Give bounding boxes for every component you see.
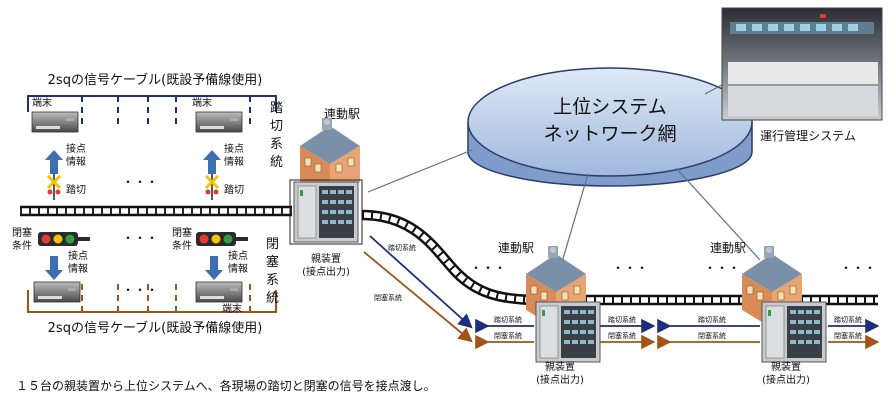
- svg-text:情報: 情報: [66, 155, 86, 168]
- parent-device-1: [293, 181, 359, 243]
- svg-text:親装置: 親装置: [771, 360, 801, 373]
- svg-text:閉塞: 閉塞: [172, 226, 192, 239]
- crossing-label-left: 踏切: [66, 183, 86, 196]
- contact-info-top-right: 接点 情報: [224, 142, 244, 168]
- ellipsis-right-4: ・・・: [840, 261, 876, 275]
- top-cable: [27, 95, 277, 124]
- svg-text:系: 系: [266, 273, 279, 288]
- terminal-bottom-left: [33, 281, 81, 303]
- svg-text:条件: 条件: [12, 239, 32, 252]
- inter-station-arrows: 踏切系統 閉塞系統: [657, 315, 760, 350]
- ellipsis-right-3: ・・・: [704, 261, 740, 275]
- terminal-bottom-right: 端末: [195, 281, 243, 315]
- svg-text:閉塞系統: 閉塞系統: [494, 331, 522, 340]
- down-arrow-right: [205, 256, 223, 280]
- contact-info-bottom-right: 接点 情報: [228, 249, 248, 275]
- ellipsis-top: ・・・: [122, 175, 158, 189]
- svg-text:踏切系統: 踏切系統: [698, 315, 726, 324]
- station-label-3: 連動駅: [710, 241, 746, 255]
- crossing-system-vertical-label: 踏 切 系 統: [270, 101, 283, 170]
- up-arrow-right: [203, 150, 221, 174]
- svg-text:閉塞系統: 閉塞系統: [834, 331, 862, 340]
- svg-text:接点: 接点: [68, 249, 88, 262]
- svg-text:条件: 条件: [172, 239, 192, 252]
- up-arrow-left: [45, 150, 63, 174]
- control-room-photo: [721, 7, 883, 121]
- ellipsis-right-1: ・・・: [470, 261, 506, 275]
- ellipsis-middle: ・・・: [122, 231, 158, 245]
- svg-text:塞: 塞: [266, 254, 279, 270]
- block-system-vertical-label: 閉 塞 系 統: [266, 237, 279, 306]
- crossing-link-arrow: [369, 235, 473, 329]
- station-2-arrows: 踏切系統 閉塞系統 踏切系統 閉塞系統: [475, 315, 656, 350]
- svg-text:閉塞系統: 閉塞系統: [608, 331, 636, 340]
- signal-left: [38, 232, 90, 246]
- svg-text:端末: 端末: [192, 96, 212, 109]
- ops-system-label: 運行管理システム: [760, 128, 856, 143]
- signal-right: [196, 232, 248, 246]
- cable-top-label: 2sqの信号ケーブル(既設予備線使用): [48, 72, 263, 88]
- svg-text:(接点出力): (接点出力): [762, 373, 810, 386]
- block-small-label-a: 閉塞系統: [374, 293, 402, 302]
- svg-text:親装置: 親装置: [545, 360, 575, 373]
- svg-text:踏切系統: 踏切系統: [494, 315, 522, 324]
- svg-text:情報: 情報: [68, 262, 88, 275]
- svg-text:(接点出力): (接点出力): [302, 265, 350, 278]
- svg-text:閉: 閉: [266, 237, 279, 252]
- svg-text:閉塞: 閉塞: [12, 226, 32, 239]
- station-3-arrows: 踏切系統 閉塞系統: [828, 315, 880, 350]
- svg-text:閉塞系統: 閉塞系統: [698, 331, 726, 340]
- caption: １５台の親装置から上位システムへ、各現場の踏切と閉塞の信号を接点渡し。: [16, 378, 436, 393]
- block-condition-left: 閉塞 条件: [12, 226, 32, 252]
- parent-device-3: [761, 301, 827, 363]
- crossing-icon-left: [46, 172, 62, 202]
- down-arrow-left: [45, 256, 63, 280]
- svg-text:踏切系統: 踏切系統: [834, 315, 862, 324]
- crossing-label-right: 踏切: [224, 183, 244, 196]
- crossing-small-label-a: 踏切系統: [388, 243, 416, 252]
- svg-text:情報: 情報: [228, 262, 248, 275]
- svg-text:踏: 踏: [270, 101, 283, 116]
- network-cloud: 上位システム ネットワーク網: [467, 67, 753, 187]
- parent-device-label-2: 親装置 (接点出力): [536, 360, 584, 386]
- block-condition-right: 閉塞 条件: [172, 226, 192, 252]
- svg-text:端末: 端末: [222, 302, 242, 315]
- svg-text:親装置: 親装置: [311, 252, 341, 265]
- ellipsis-right-2: ・・・: [612, 261, 648, 275]
- terminal-top-right: 端末: [192, 96, 243, 133]
- network-title-line2: ネットワーク網: [543, 123, 676, 145]
- cable-bottom-label: 2sqの信号ケーブル(既設予備線使用): [48, 320, 263, 336]
- svg-text:端末: 端末: [32, 96, 52, 109]
- svg-text:切: 切: [270, 119, 283, 134]
- svg-text:踏切系統: 踏切系統: [608, 315, 636, 324]
- svg-text:接点: 接点: [228, 249, 248, 262]
- contact-info-top-left: 接点 情報: [66, 142, 86, 168]
- svg-text:情報: 情報: [224, 155, 244, 168]
- parent-device-2: [535, 301, 601, 363]
- ellipsis-bottom: ・・・: [122, 283, 158, 297]
- parent-device-label-3: 親装置 (接点出力): [762, 360, 810, 386]
- contact-info-bottom-left: 接点 情報: [68, 249, 88, 275]
- crossing-icon-right: [204, 172, 220, 202]
- svg-text:(接点出力): (接点出力): [536, 373, 584, 386]
- svg-text:統: 統: [266, 291, 279, 306]
- network-title-line1: 上位システム: [553, 96, 666, 118]
- curved-track: [361, 209, 541, 306]
- station-label-2: 連動駅: [498, 241, 534, 255]
- station-label-1: 連動駅: [324, 107, 360, 121]
- terminal-top-left: 端末: [31, 96, 79, 133]
- svg-text:接点: 接点: [66, 142, 86, 155]
- svg-text:接点: 接点: [224, 142, 244, 155]
- svg-text:統: 統: [270, 155, 283, 170]
- parent-device-label-1: 親装置 (接点出力): [302, 252, 350, 278]
- main-track-left: [20, 205, 292, 217]
- svg-text:系: 系: [270, 137, 283, 152]
- block-link-arrow: [363, 251, 473, 343]
- bottom-cable: [27, 284, 277, 313]
